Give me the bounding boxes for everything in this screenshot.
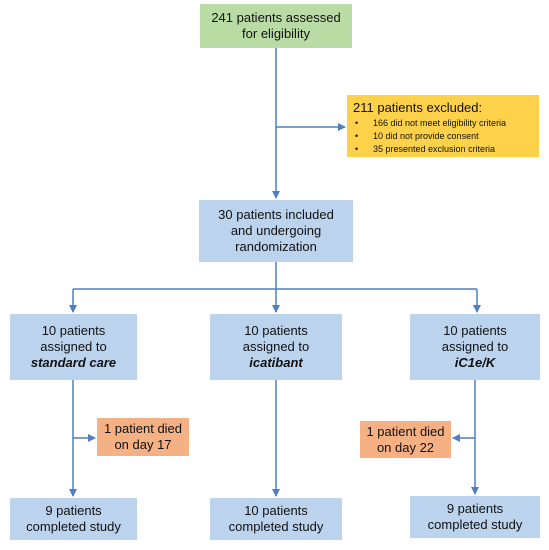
excluded-reason: 166 did not meet eligibility criteria xyxy=(353,117,506,130)
icatibant-arm-name: icatibant xyxy=(249,355,303,370)
completed-icatibant-box: 10 patients completed study xyxy=(210,498,342,540)
included-line1: 30 patients included xyxy=(218,207,334,222)
excluded-reason: 10 did not provide consent xyxy=(353,130,506,143)
standard-care-box: 10 patients assigned to standard care xyxy=(10,314,137,380)
died-ic1ek-box: 1 patient died on day 22 xyxy=(360,421,451,458)
completed-icatibant-line1: 10 patients xyxy=(244,503,308,518)
icatibant-line2: assigned to xyxy=(242,339,310,354)
standard-care-arm-name: standard care xyxy=(30,355,117,370)
excluded-heading: 211 patients excluded: xyxy=(353,100,483,115)
completed-ic1ek-line1: 9 patients xyxy=(446,501,504,516)
included-line3: randomization xyxy=(235,239,317,254)
included-line2: and undergoing xyxy=(230,223,322,238)
ic1ek-line1: 10 patients xyxy=(443,323,507,338)
excluded-reasons-list: 166 did not meet eligibility criteria 10… xyxy=(353,117,506,156)
died-ic1ek-line2: on day 22 xyxy=(376,439,435,455)
standard-care-line1: 10 patients xyxy=(41,323,106,338)
assessed-box: 241 patients assessed for eligibility xyxy=(200,4,352,48)
ic1ek-arm-name: iC1e/K xyxy=(454,355,496,370)
excluded-reason: 35 presented exclusion criteria xyxy=(353,143,506,156)
ic1ek-box: 10 patients assigned to iC1e/K xyxy=(410,314,540,380)
completed-standard-box: 9 patients completed study xyxy=(10,498,137,540)
included-box: 30 patients included and undergoing rand… xyxy=(199,200,353,262)
completed-ic1ek-box: 9 patients completed study xyxy=(410,496,540,538)
died-standard-box: 1 patient died on day 17 xyxy=(97,418,189,456)
assessed-line1: 241 patients assessed xyxy=(211,10,341,25)
standard-care-line2: assigned to xyxy=(40,339,107,354)
completed-ic1ek-line2: completed study xyxy=(427,517,523,532)
completed-standard-line2: completed study xyxy=(26,519,121,534)
icatibant-box: 10 patients assigned to icatibant xyxy=(210,314,342,380)
died-standard-line2: on day 17 xyxy=(114,437,172,452)
excluded-box: 211 patients excluded: 166 did not meet … xyxy=(347,95,539,157)
died-ic1ek-line1: 1 patient died xyxy=(366,423,445,439)
completed-icatibant-line2: completed study xyxy=(228,519,324,534)
assessed-line2: for eligibility xyxy=(242,26,310,41)
ic1ek-line2: assigned to xyxy=(441,339,509,354)
died-standard-line1: 1 patient died xyxy=(103,421,183,436)
icatibant-line1: 10 patients xyxy=(244,323,308,338)
completed-standard-line1: 9 patients xyxy=(45,503,102,518)
